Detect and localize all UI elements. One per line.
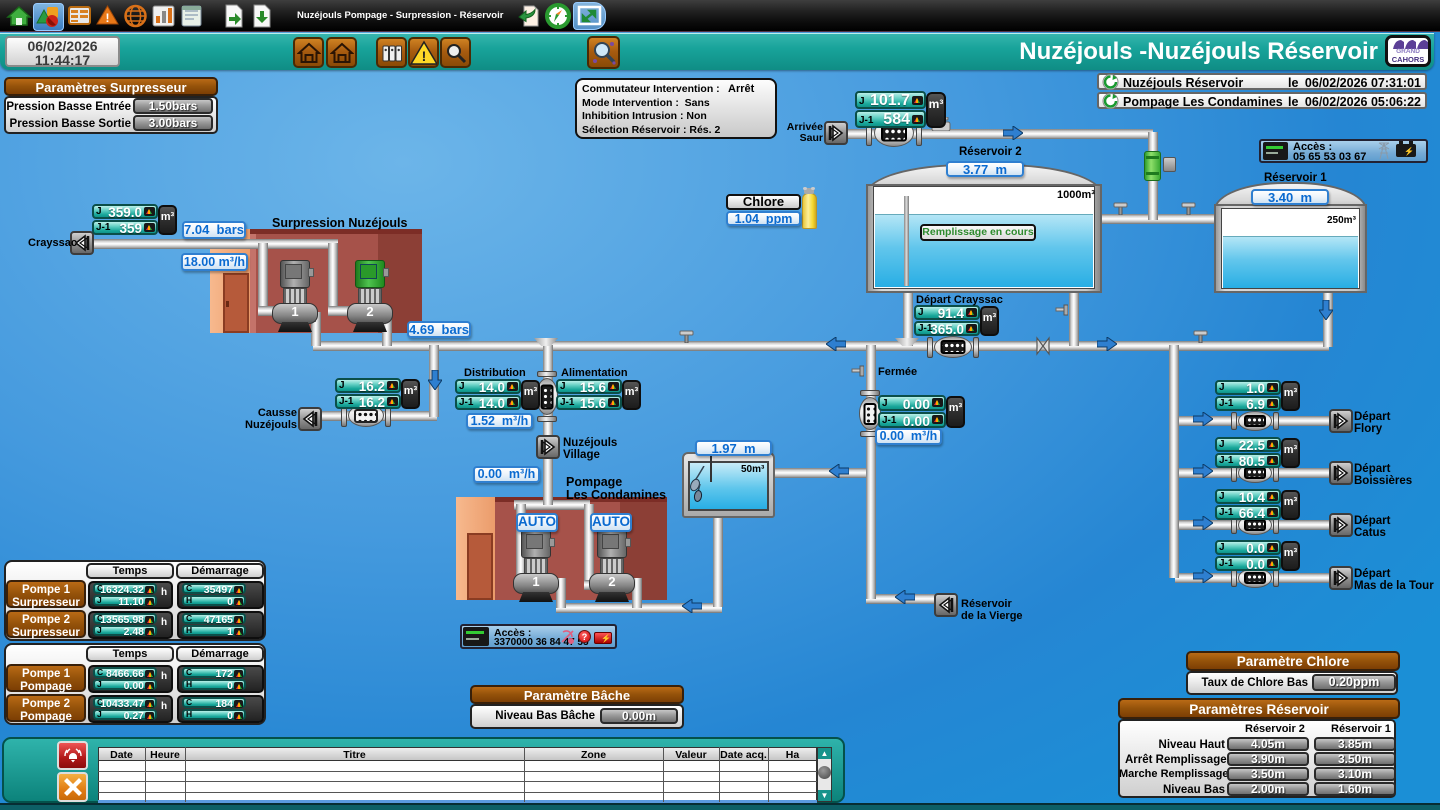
svg-text:!: ! [422,48,427,64]
svg-text:!: ! [106,11,110,25]
